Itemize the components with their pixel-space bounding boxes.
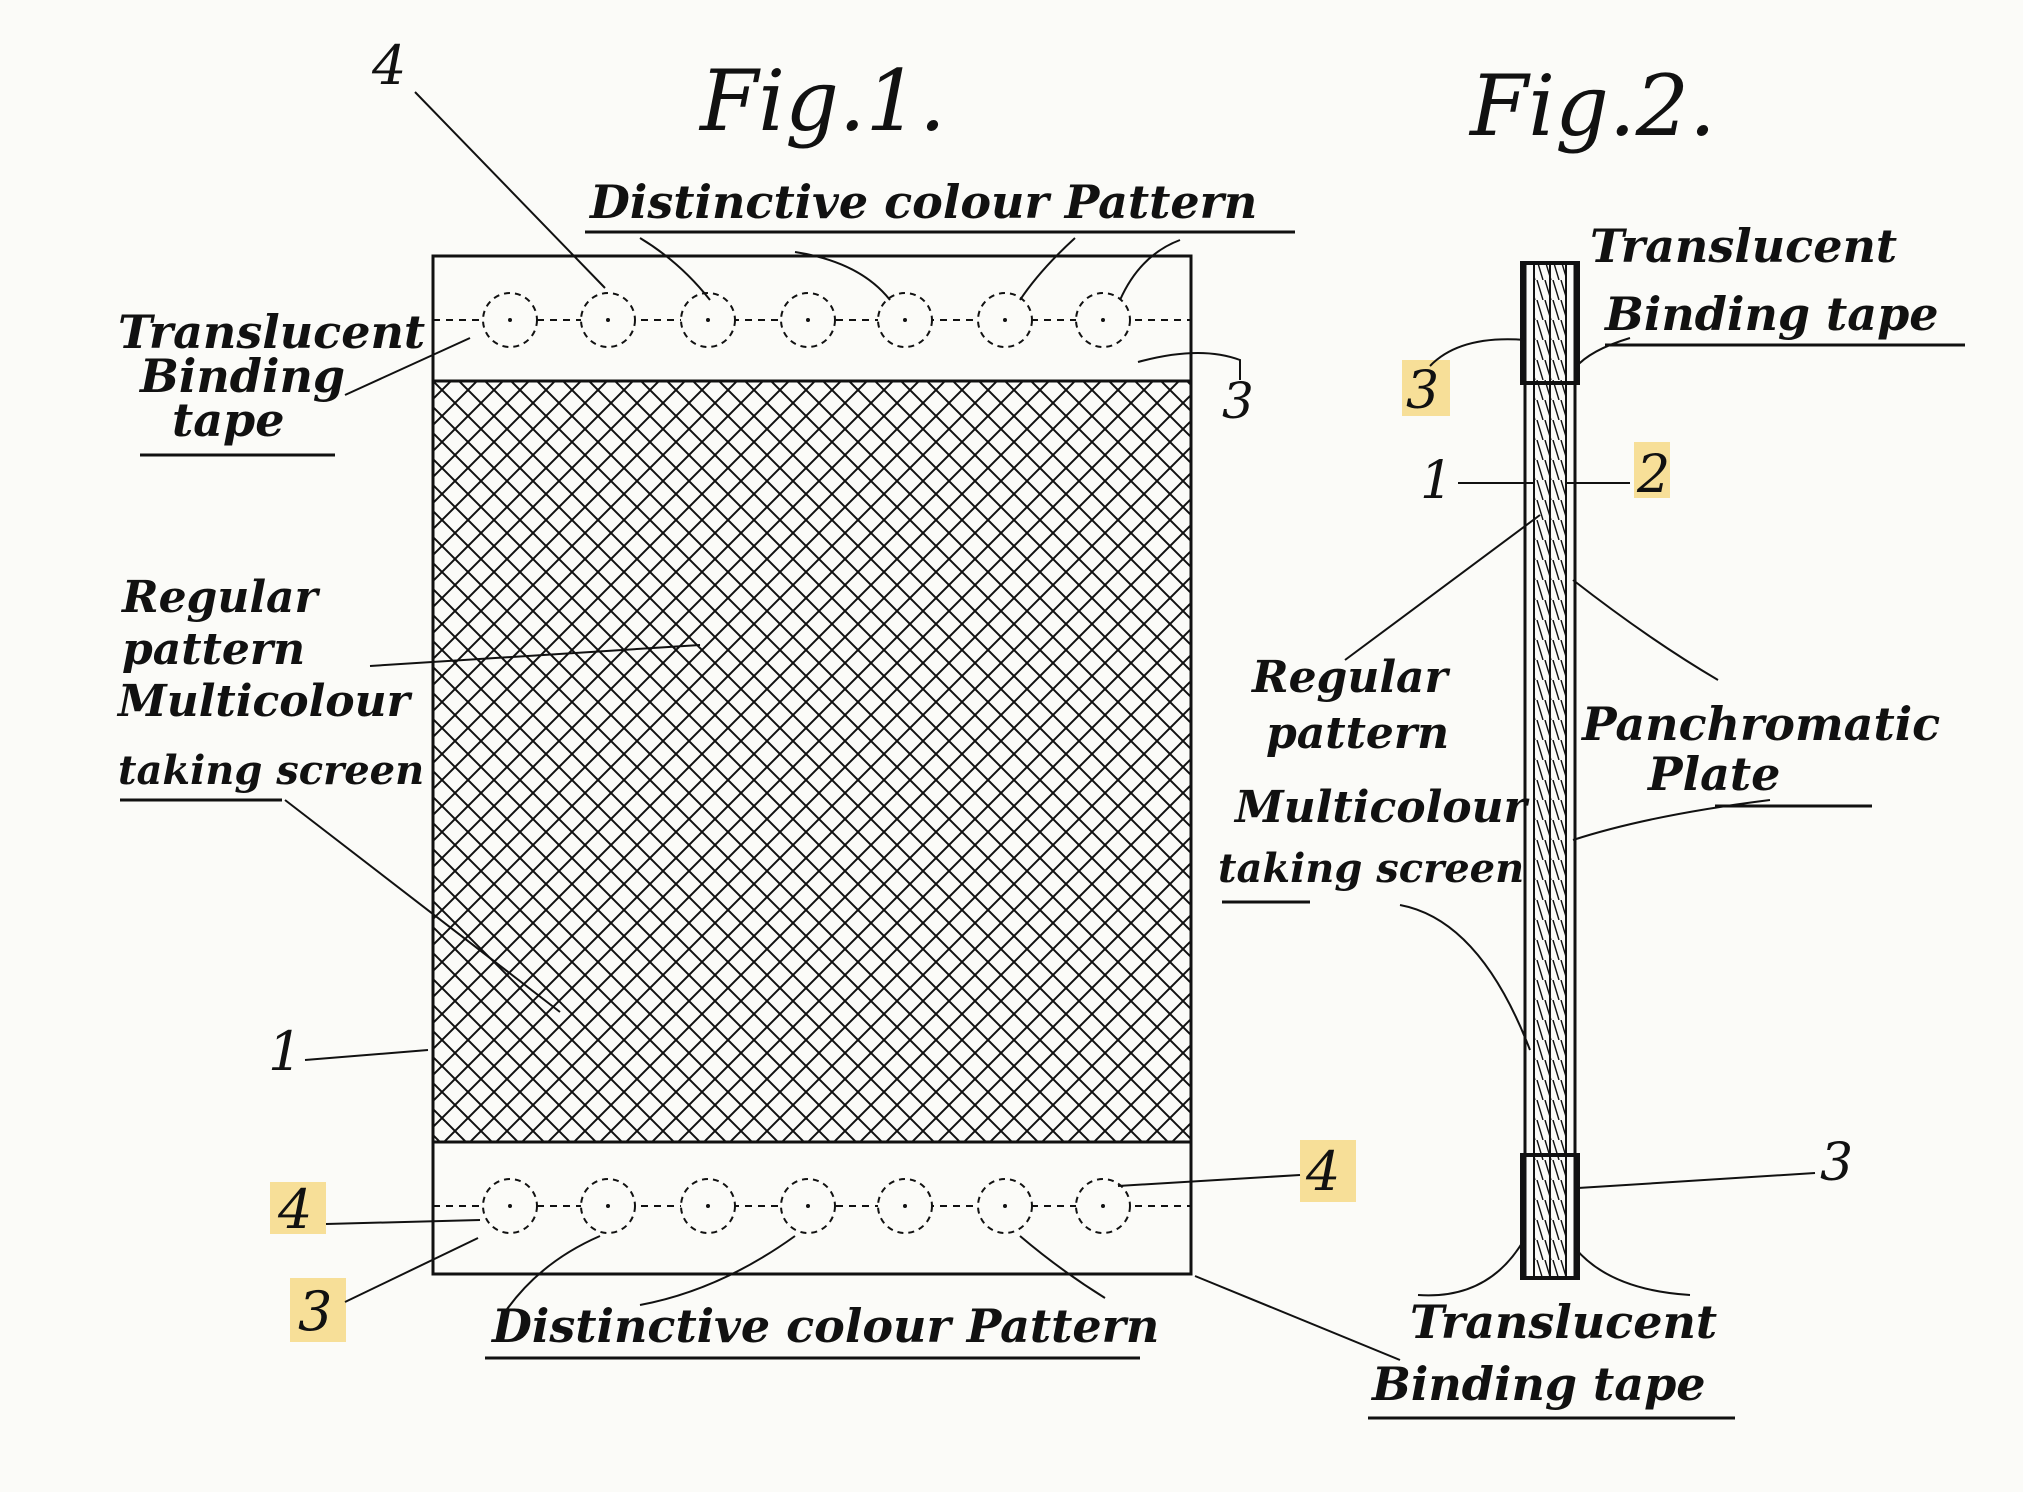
fig1-leader-screen-lower xyxy=(284,799,561,1013)
fig1-leader-bottom-2 xyxy=(639,1235,796,1306)
pattern-dot-center xyxy=(806,1204,810,1208)
fig1-leader-ref-1 xyxy=(304,1049,429,1061)
fig2-screen-line1: Regular xyxy=(1250,652,1451,703)
fig2-ref-1: 1 xyxy=(1420,451,1453,511)
fig1-ref-3-left-highlight xyxy=(290,1278,346,1342)
fig1-leader-pattern-1 xyxy=(639,237,711,301)
fig2-leader-tape-bottom-left xyxy=(1417,1237,1526,1297)
fig2-screen-line2: pattern xyxy=(1266,708,1449,759)
pattern-dot-center xyxy=(606,318,610,322)
fig2-leader-ref-3-right xyxy=(1577,1172,1816,1189)
fig1-taking-screen xyxy=(433,381,1191,1142)
pattern-dot-center xyxy=(706,318,710,322)
fig1-tape-label-line3: tape xyxy=(172,393,284,447)
fig2-leader-plate-lower xyxy=(1572,799,1771,841)
fig1-screen-label-line3: Multicolour xyxy=(116,676,413,727)
pattern-dot-center xyxy=(903,1204,907,1208)
fig1-leader-tape xyxy=(344,337,471,396)
pattern-dot-center xyxy=(508,318,512,322)
fig1-leader-pattern-3 xyxy=(1019,237,1076,301)
fig1-leader-ref-3-left xyxy=(344,1237,479,1303)
fig2-leader-plate-upper xyxy=(1572,579,1719,681)
pattern-dot-center xyxy=(806,318,810,322)
fig1-ref-4-top: 4 xyxy=(371,34,406,97)
fig1-leader-pattern-2 xyxy=(794,251,891,301)
fig1-bottom-pattern-dots xyxy=(482,1178,1131,1234)
fig1-ref-3-left: 3 xyxy=(298,1280,332,1343)
fig2-leader-screen-lower xyxy=(1399,904,1531,1051)
fig1-screen-label-line2: pattern xyxy=(122,624,305,675)
fig2-bottom-tape xyxy=(1520,1153,1580,1280)
fig2-ref-3-left: 3 xyxy=(1406,361,1439,421)
fig2-ref-3-left-highlight xyxy=(1402,360,1450,416)
fig2-top-tape xyxy=(1520,261,1580,385)
fig2-ref-2-highlight xyxy=(1634,442,1670,498)
fig1-top-pattern-label: Distinctive colour Pattern xyxy=(588,175,1257,229)
fig1-leader-ref-4-left xyxy=(325,1219,481,1225)
pattern-dot-center xyxy=(1101,318,1105,322)
figure-1: Fig.1. Distinctive colour Pattern 4 3 Tr… xyxy=(116,34,1401,1361)
fig1-leader-pattern-4 xyxy=(1119,239,1181,301)
fig2-tape-bottom-line2: Binding tape xyxy=(1370,1357,1706,1411)
fig1-ref-4-left: 4 xyxy=(277,1178,312,1241)
fig1-leader-screen-upper xyxy=(369,644,701,667)
fig2-ref-2: 2 xyxy=(1636,445,1670,505)
figure-2: Fig.2. Translucent Binding tape 3 1 2 Re… xyxy=(1218,57,1965,1420)
fig1-top-pattern-dots xyxy=(482,292,1131,348)
fig2-leader-tape-top xyxy=(1574,337,1631,369)
fig1-leader-bottom-1 xyxy=(504,1235,601,1313)
fig2-leader-tape-bottom-right xyxy=(1574,1247,1691,1296)
fig1-tape-label-line2: Binding xyxy=(138,349,345,403)
fig1-ref-4-right: 4 xyxy=(1305,1140,1340,1203)
fig2-tape-top-line1: Translucent xyxy=(1590,219,1897,273)
pattern-dot-center xyxy=(706,1204,710,1208)
fig1-ref-4-left-highlight xyxy=(270,1182,326,1234)
pattern-dot-center xyxy=(606,1204,610,1208)
pattern-dot-center xyxy=(1003,1204,1007,1208)
fig2-ref-3-right: 3 xyxy=(1820,1133,1853,1193)
fig2-plate-line2: Plate xyxy=(1646,747,1780,801)
fig2-screen-line4: taking screen xyxy=(1218,845,1524,892)
fig1-leader-bottom-3 xyxy=(1019,1235,1106,1299)
fig1-leader-corner xyxy=(1194,1275,1401,1361)
pattern-dot-center xyxy=(1101,1204,1105,1208)
fig1-screen-label-line1: Regular xyxy=(120,572,321,623)
fig2-tape-bottom-line1: Translucent xyxy=(1410,1295,1717,1349)
fig1-ref-3-right: 3 xyxy=(1222,372,1254,430)
fig1-leader-ref-3-right xyxy=(1137,351,1241,380)
fig1-leader-ref-4-top xyxy=(414,91,606,289)
pattern-dot-center xyxy=(508,1204,512,1208)
fig1-ref-1: 1 xyxy=(268,1020,302,1083)
fig2-tape-top-line2: Binding tape xyxy=(1603,287,1939,341)
fig1-tape-label-line1: Translucent xyxy=(118,305,425,359)
pattern-dot-center xyxy=(903,318,907,322)
fig2-title: Fig.2. xyxy=(1468,57,1716,155)
fig1-ref-4-right-highlight xyxy=(1300,1140,1356,1202)
fig1-bottom-pattern-label: Distinctive colour Pattern xyxy=(490,1299,1159,1353)
fig1-leader-ref-4-right xyxy=(1117,1174,1301,1187)
pattern-dot-center xyxy=(1003,318,1007,322)
fig2-plate-line1: Panchromatic xyxy=(1580,697,1940,751)
fig1-title: Fig.1. xyxy=(698,52,946,150)
fig2-leader-screen-upper xyxy=(1344,514,1541,661)
fig2-leader-ref-3-left xyxy=(1429,338,1526,367)
fig1-screen-label-line4: taking screen xyxy=(118,747,424,794)
fig2-screen-line3: Multicolour xyxy=(1233,782,1530,833)
